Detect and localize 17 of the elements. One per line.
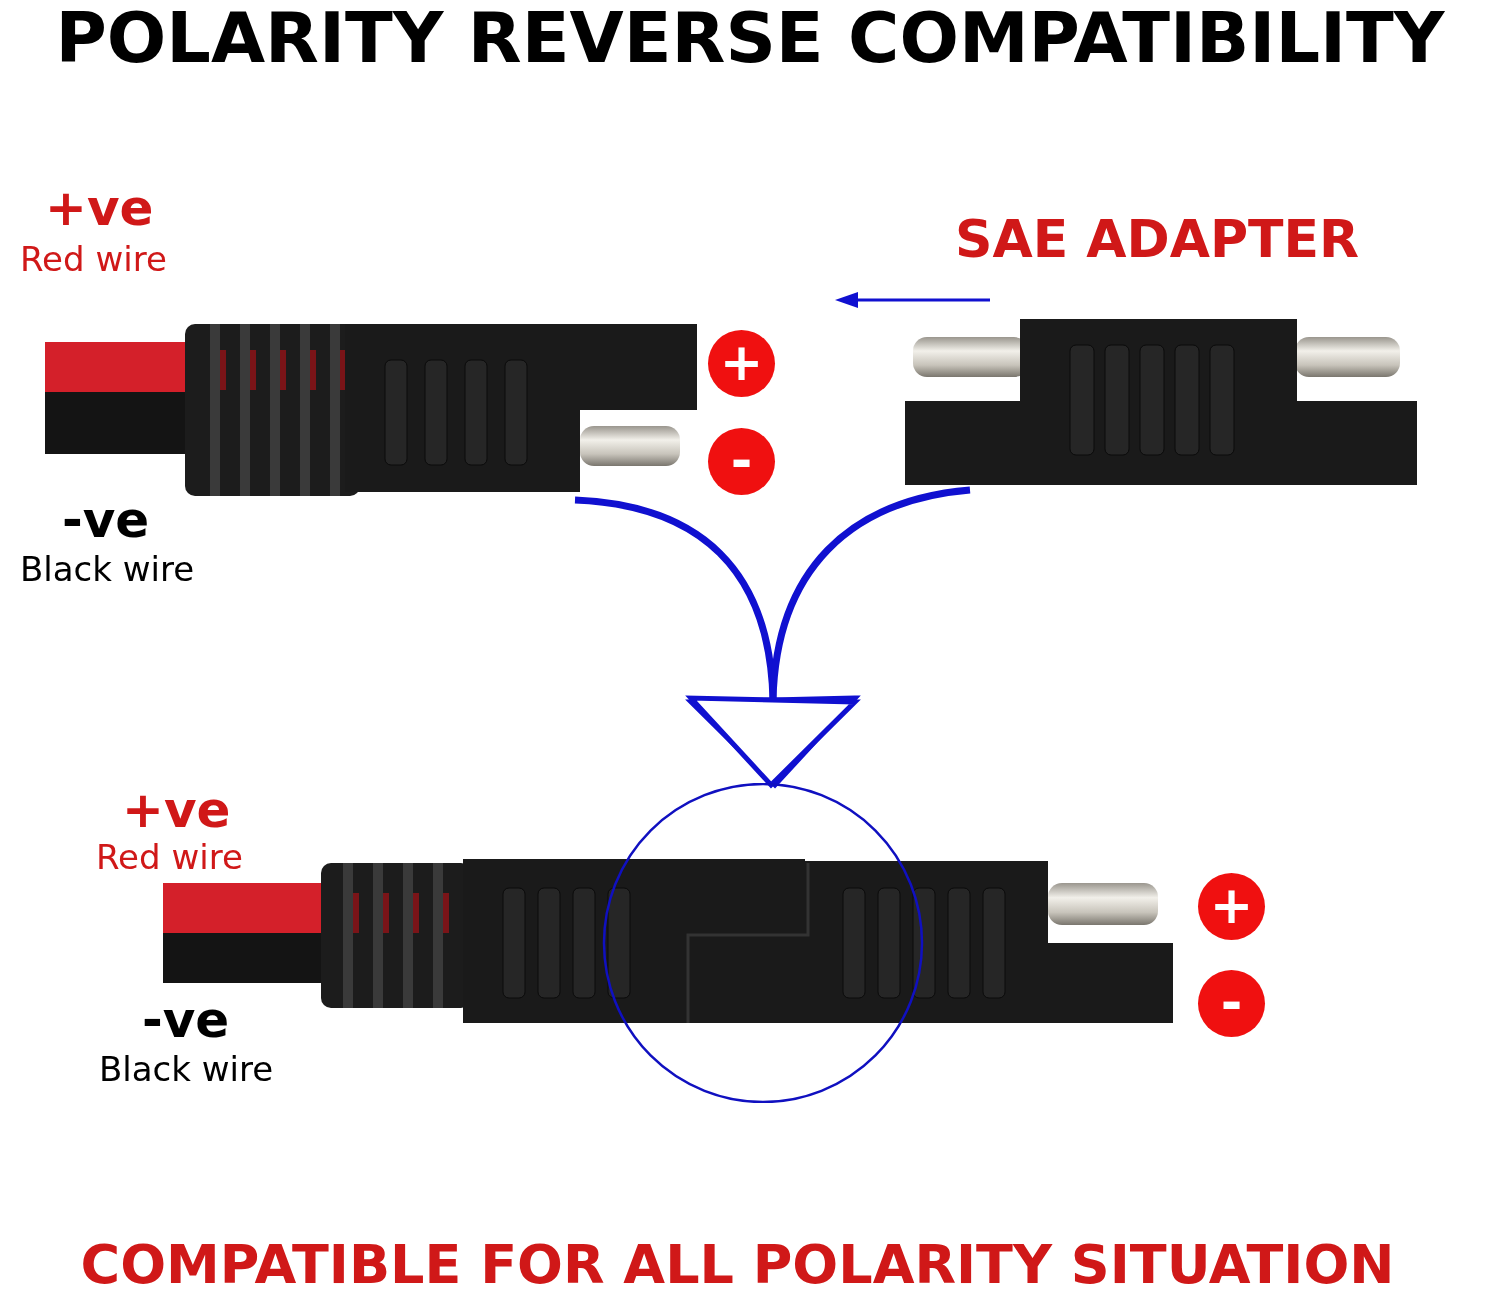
wire-label: Black wire — [99, 1048, 274, 1090]
plus-badge: + — [1198, 873, 1265, 940]
polarity-label: -ve — [62, 492, 150, 548]
curved-arrow — [574, 496, 858, 788]
polarity-label: +ve — [122, 782, 231, 838]
wire-label: Black wire — [20, 548, 195, 590]
wire-label: Red wire — [20, 238, 167, 280]
title: POLARITY REVERSE COMPATIBILITY — [54, 0, 1446, 80]
polarity-label: +ve — [45, 180, 154, 236]
caption: COMPATIBLE FOR ALL POLARITY SITUATION — [79, 1232, 1396, 1293]
adapter-label: SAE ADAPTER — [955, 208, 1360, 270]
minus-badge: - — [1198, 970, 1265, 1037]
plus-badge: + — [708, 330, 775, 397]
wire-label: Red wire — [96, 836, 243, 878]
curved-arrow — [688, 486, 971, 788]
minus-badge: - — [708, 428, 775, 495]
polarity-label: -ve — [142, 992, 230, 1048]
